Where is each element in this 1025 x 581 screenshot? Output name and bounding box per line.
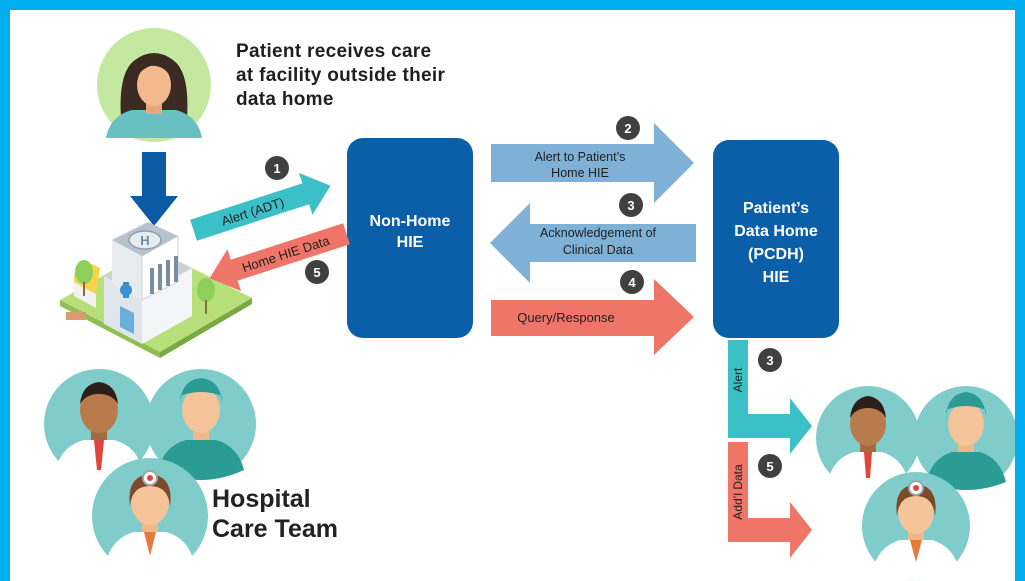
step-badge-1: 1 bbox=[265, 156, 289, 180]
pcdh-label-line-3: (PCDH) bbox=[748, 246, 804, 263]
alert-to-home-hie-arrow: Alert to Patient’s Home HIE bbox=[491, 123, 694, 203]
query-response-arrow: Query/Response bbox=[491, 279, 694, 355]
patient-avatar-icon bbox=[97, 28, 211, 142]
non-home-hie-node: Non-Home HIE bbox=[347, 138, 473, 338]
step-badge-3-alert: 3 bbox=[758, 348, 782, 372]
diagram-canvas: Patient receives care at facility outsid… bbox=[10, 10, 1015, 581]
addl-data-label: Add’l Data bbox=[731, 464, 745, 520]
non-home-hie-label-line-2: HIE bbox=[397, 234, 424, 251]
team-caption-line-1: Hospital bbox=[212, 485, 311, 513]
patient-to-hospital-arrow bbox=[130, 152, 178, 226]
step-badge-4: 4 bbox=[620, 270, 644, 294]
step-badge-2: 2 bbox=[616, 116, 640, 140]
step-badge-2-label: 2 bbox=[624, 121, 631, 136]
query-response-label: Query/Response bbox=[517, 310, 615, 325]
step-badge-1-label: 1 bbox=[273, 161, 280, 176]
non-home-hie-label-line-1: Non-Home bbox=[370, 213, 451, 230]
addl-data-arrow: Add’l Data bbox=[728, 442, 812, 558]
alert-down-label: Alert bbox=[731, 367, 745, 392]
acknowledgement-label-line-2: Clinical Data bbox=[563, 243, 633, 257]
step-badge-5-left: 5 bbox=[305, 260, 329, 284]
hospital-care-team-icon bbox=[44, 369, 256, 574]
patient-caption: Patient receives care at facility outsid… bbox=[236, 40, 506, 112]
step-badge-3-ack: 3 bbox=[619, 193, 643, 217]
step-badge-3-alert-label: 3 bbox=[766, 353, 773, 368]
hospital-building-icon: H bbox=[60, 222, 252, 358]
acknowledgement-label-line-1: Acknowledgement of bbox=[540, 226, 657, 240]
pcdh-label-line-1: Patient’s bbox=[743, 200, 809, 217]
pcdh-care-team-icon bbox=[816, 386, 1015, 580]
patient-caption-line-3: data home bbox=[236, 89, 334, 110]
svg-text:H: H bbox=[140, 233, 149, 248]
team-caption-line-2: Care Team bbox=[212, 515, 338, 543]
patient-caption-line-2: at facility outside their bbox=[236, 65, 446, 86]
hospital-care-team-caption: Hospital Care Team bbox=[212, 484, 412, 544]
pcdh-label-line-4: HIE bbox=[763, 269, 790, 286]
alert-to-home-label-line-1: Alert to Patient’s bbox=[535, 150, 626, 164]
patient-caption-line-1: Patient receives care bbox=[236, 41, 432, 62]
step-badge-5-right: 5 bbox=[758, 454, 782, 478]
step-badge-5-left-label: 5 bbox=[313, 265, 320, 280]
step-badge-4-label: 4 bbox=[628, 275, 636, 290]
pcdh-hie-node: Patient’s Data Home (PCDH) HIE bbox=[713, 140, 839, 338]
alert-to-home-label-line-2: Home HIE bbox=[551, 166, 609, 180]
diagram-svg: H bbox=[44, 28, 1015, 580]
acknowledgement-arrow: Acknowledgement of Clinical Data bbox=[490, 203, 696, 283]
pcdh-label-line-2: Data Home bbox=[734, 223, 818, 240]
step-badge-3-ack-label: 3 bbox=[627, 198, 634, 213]
alert-to-team-arrow: Alert bbox=[728, 340, 812, 454]
step-badge-5-right-label: 5 bbox=[766, 459, 773, 474]
